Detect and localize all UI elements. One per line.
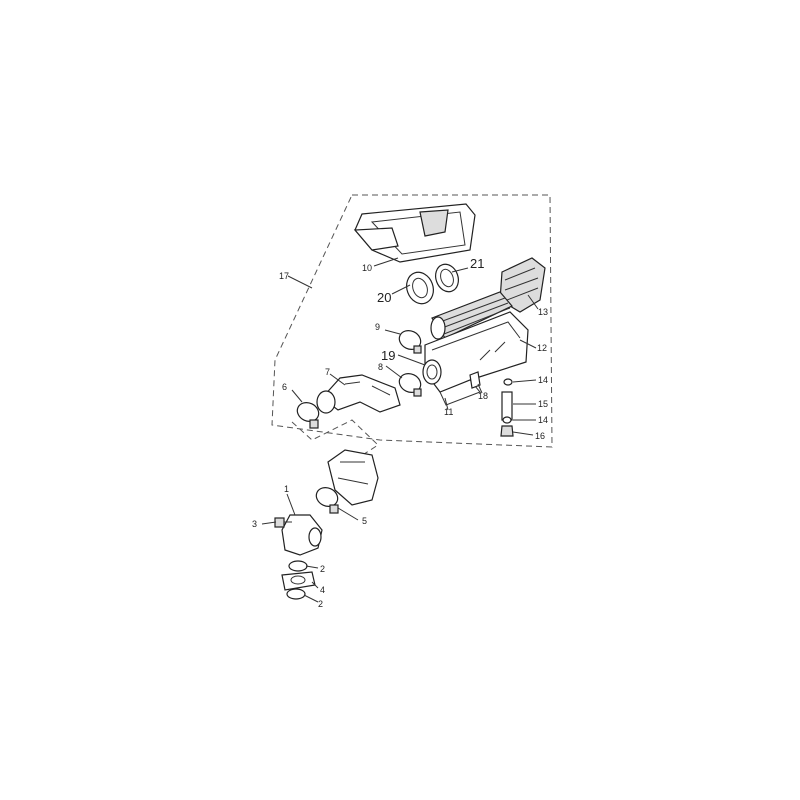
hose-clamp-carb bbox=[315, 487, 339, 514]
drain-tube bbox=[501, 391, 513, 421]
drain-plug bbox=[500, 425, 514, 437]
callout-6: 6 bbox=[282, 382, 287, 392]
callout-20: 20 bbox=[377, 290, 391, 305]
carburetor-joint-housing bbox=[327, 449, 379, 506]
hose-clamp-upper bbox=[398, 330, 422, 354]
callout-13: 13 bbox=[538, 307, 548, 317]
leader-lines bbox=[261, 257, 539, 603]
callout-4: 4 bbox=[320, 585, 325, 595]
callout-15: 15 bbox=[538, 399, 548, 409]
callout-18: 18 bbox=[478, 391, 488, 401]
airbox-body bbox=[424, 311, 529, 406]
o-ring-lower bbox=[286, 588, 306, 600]
drain-clip-upper bbox=[503, 378, 513, 386]
callout-12: 12 bbox=[537, 343, 547, 353]
callout-2a: 2 bbox=[320, 564, 325, 574]
drain-clip-lower bbox=[502, 416, 512, 424]
callout-21: 21 bbox=[470, 256, 484, 271]
callout-8: 8 bbox=[378, 362, 383, 372]
seal-ring bbox=[406, 271, 434, 305]
callout-16: 16 bbox=[535, 431, 545, 441]
callout-1: 1 bbox=[284, 484, 289, 494]
hose-clamp-middle bbox=[398, 373, 422, 397]
callout-14b: 14 bbox=[538, 415, 548, 425]
drain-fitting bbox=[469, 371, 481, 389]
callout-5: 5 bbox=[362, 516, 367, 526]
callout-19: 19 bbox=[381, 348, 395, 363]
callout-17: 17 bbox=[279, 271, 289, 281]
airbox-clamp bbox=[422, 359, 442, 385]
callout-11: 11 bbox=[444, 407, 453, 417]
intake-hose bbox=[316, 374, 401, 414]
airbox-lid bbox=[353, 203, 476, 263]
assembly-boundary-dashed bbox=[271, 194, 553, 448]
callout-14a: 14 bbox=[538, 375, 548, 385]
intake-elbow bbox=[281, 514, 323, 556]
callout-7: 7 bbox=[325, 367, 330, 377]
o-ring-upper bbox=[288, 560, 308, 572]
sub-boundary-dashed bbox=[291, 419, 379, 459]
hose-clamp-lower bbox=[296, 402, 320, 429]
callout-2b: 2 bbox=[318, 599, 323, 609]
spacer-plate bbox=[281, 571, 316, 591]
duct-clamp bbox=[435, 263, 459, 293]
air-filter-element bbox=[430, 291, 513, 340]
callout-10: 10 bbox=[362, 263, 372, 273]
callout-3: 3 bbox=[252, 519, 257, 529]
callout-9: 9 bbox=[375, 322, 380, 332]
